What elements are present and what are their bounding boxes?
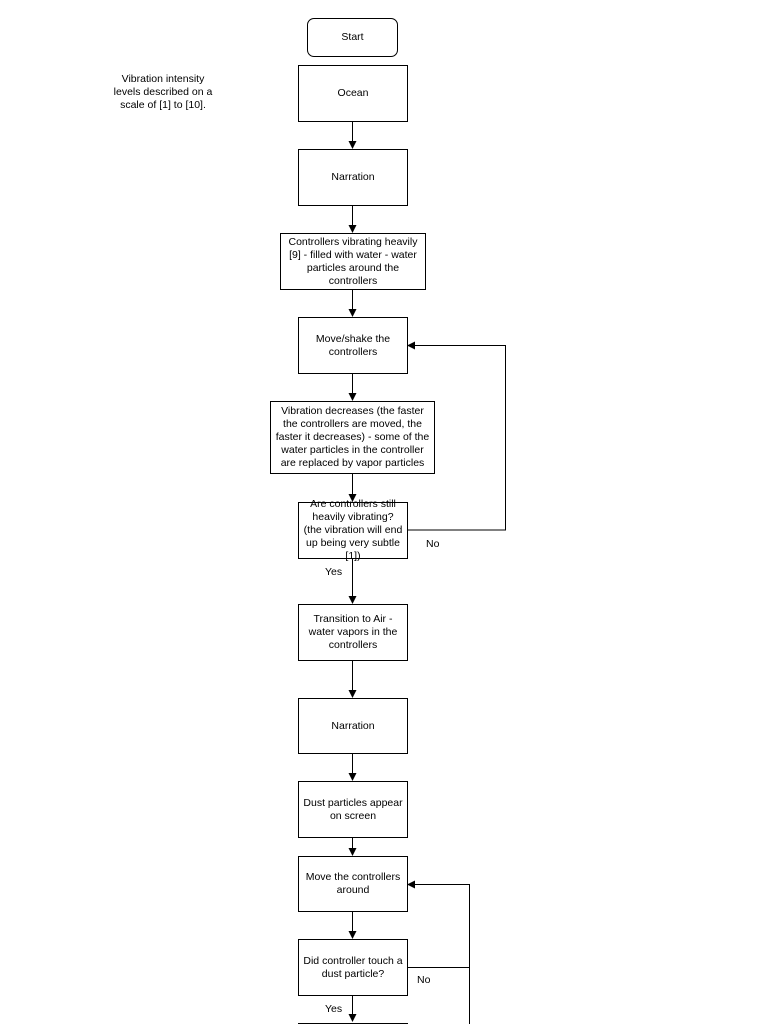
start-terminal: Start xyxy=(307,18,398,57)
narration-step-1: Narration xyxy=(298,149,408,206)
controllers-vibrating-step: Controllers vibrating heavily [9] - fill… xyxy=(280,233,426,290)
move-shake-step: Move/shake the controllers xyxy=(298,317,408,374)
still-vibrating-decision: Are controllers still heavily vibrating?… xyxy=(298,498,408,562)
check-no-label: No xyxy=(426,538,440,550)
check-yes-label: Yes xyxy=(325,566,343,578)
vibration-decreases-step: Vibration decreases (the faster the cont… xyxy=(270,401,435,474)
touch-no-label: No xyxy=(417,974,431,986)
move-controllers-step: Move the controllers around xyxy=(298,856,408,912)
ocean-step: Ocean xyxy=(298,65,408,122)
transition-air-step: Transition to Air - water vapors in the … xyxy=(298,604,408,661)
touch-yes-label: Yes xyxy=(325,1003,343,1015)
dust-particles-step: Dust particles appear on screen xyxy=(298,781,408,838)
touch-dust-decision: Did controller touch a dust particle? xyxy=(298,939,408,996)
arrow-touch-move-no xyxy=(407,880,470,968)
narration-step-2: Narration xyxy=(298,698,408,754)
arrow-check-shake-no xyxy=(407,341,506,531)
scale-note: Vibration intensity levels described on … xyxy=(113,73,213,111)
